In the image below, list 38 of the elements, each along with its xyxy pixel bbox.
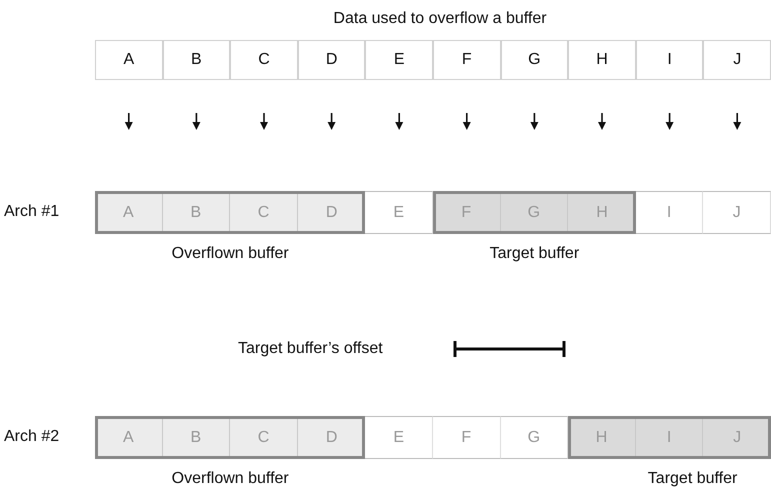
byte-cell: J <box>703 419 771 456</box>
byte-cell: F <box>433 40 501 80</box>
buffer-caption: Target buffer <box>490 245 580 263</box>
byte-cell: H <box>568 419 636 456</box>
buffer-caption: Overflown buffer <box>172 245 289 263</box>
byte-cell: C <box>230 419 298 456</box>
byte-cell: A <box>95 419 163 456</box>
byte-cell: I <box>636 40 704 80</box>
byte-cell: E <box>365 191 433 234</box>
buffer-caption: Target buffer <box>648 470 738 488</box>
row-label: Arch #1 <box>4 203 60 221</box>
byte-cell: I <box>636 419 704 456</box>
byte-cell: G <box>500 416 568 459</box>
byte-cell: I <box>636 191 704 234</box>
byte-cell: J <box>703 40 771 80</box>
byte-cell: D <box>298 194 366 231</box>
byte-cell: C <box>230 40 298 80</box>
byte-cell: C <box>230 194 298 231</box>
row-label: Arch #2 <box>4 428 60 446</box>
dimension-label: Target buffer’s offset <box>238 340 383 358</box>
byte-cell: B <box>162 40 230 80</box>
byte-cell: F <box>433 416 501 459</box>
byte-cell: G <box>500 194 568 231</box>
byte-cell: H <box>568 40 636 80</box>
byte-cell: F <box>433 194 501 231</box>
buffer-caption: Overflown buffer <box>172 470 289 488</box>
byte-cell: J <box>703 191 771 234</box>
byte-cell: G <box>500 40 568 80</box>
byte-cell: E <box>365 416 433 459</box>
byte-cell: E <box>365 40 433 80</box>
byte-cell: A <box>95 40 163 80</box>
byte-cell: D <box>298 40 366 80</box>
diagram-title: Data used to overflow a buffer <box>333 10 547 28</box>
byte-cell: H <box>568 194 636 231</box>
byte-cell: B <box>162 419 230 456</box>
byte-cell: D <box>298 419 366 456</box>
byte-cell: B <box>162 194 230 231</box>
byte-cell: A <box>95 194 163 231</box>
